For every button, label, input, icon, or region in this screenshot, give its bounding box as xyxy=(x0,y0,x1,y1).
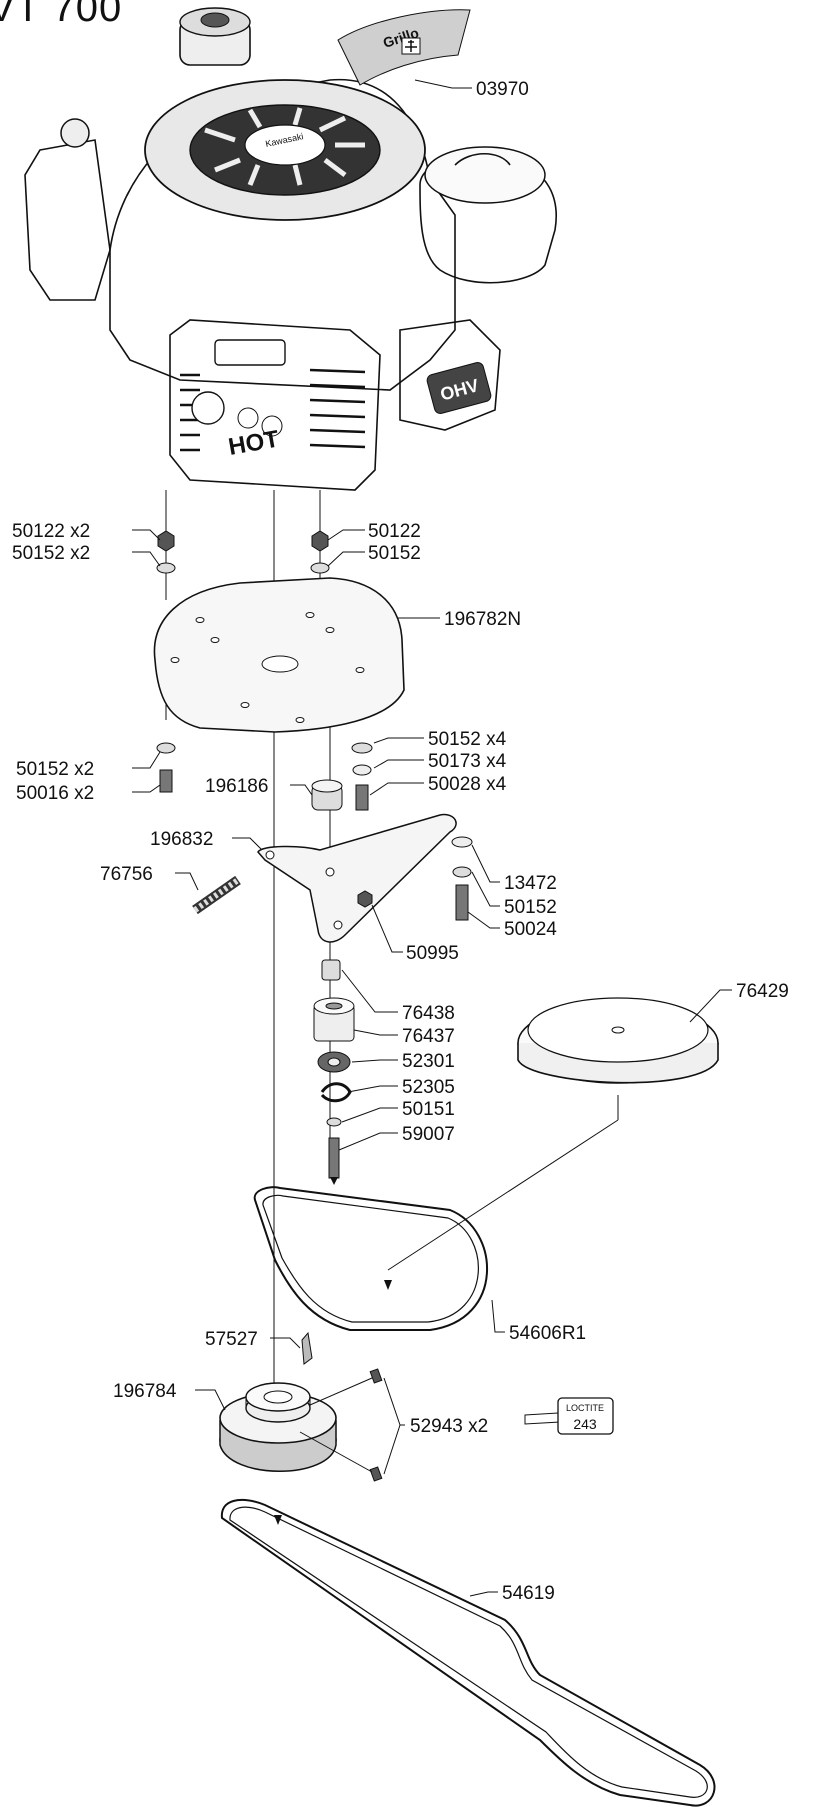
label-50122: 50122 xyxy=(368,521,421,542)
engine-drawing: Kawasaki OHV xyxy=(24,7,557,491)
loctite-brand: LOCTITE xyxy=(566,1403,604,1413)
key-57527 xyxy=(301,1331,313,1365)
label-76437: 76437 xyxy=(402,1026,455,1047)
label-196782N: 196782N xyxy=(444,609,521,630)
idler-stack xyxy=(313,959,355,1185)
label-50152-x2-top: 50152 x2 xyxy=(12,543,90,564)
pulley-196784 xyxy=(219,1368,383,1525)
label-76756: 76756 xyxy=(100,864,153,885)
label-196784: 196784 xyxy=(113,1381,177,1402)
label-50028-x4: 50028 x4 xyxy=(428,774,507,795)
label-50122-x2: 50122 x2 xyxy=(12,521,90,542)
label-50016-x2: 50016 x2 xyxy=(16,783,94,804)
label-196832: 196832 xyxy=(150,829,213,850)
leader-lines xyxy=(132,79,732,1597)
loctite-tube: LOCTITE 243 xyxy=(524,1397,614,1435)
belt-54606R1 xyxy=(253,1186,489,1331)
label-50151: 50151 xyxy=(402,1099,455,1120)
hot-label: HOT xyxy=(226,425,281,460)
label-54619: 54619 xyxy=(502,1583,555,1604)
label-50173-x4: 50173 x4 xyxy=(428,751,507,772)
diagram-title: VT 700 xyxy=(0,0,123,30)
belt-54619 xyxy=(220,1498,716,1807)
label-76438: 76438 xyxy=(402,1003,455,1024)
label-50152-x2-bottom: 50152 x2 xyxy=(16,759,94,780)
decal-03970: Grillo xyxy=(337,9,471,86)
label-57527: 57527 xyxy=(205,1329,258,1350)
pulley-76429 xyxy=(384,997,719,1290)
label-50152-top: 50152 xyxy=(368,543,421,564)
label-196186: 196186 xyxy=(205,776,268,797)
label-76429: 76429 xyxy=(736,981,789,1002)
label-52305: 52305 xyxy=(402,1077,455,1098)
label-13472: 13472 xyxy=(504,873,557,894)
label-50024: 50024 xyxy=(504,919,557,940)
label-50152-mid: 50152 xyxy=(504,897,557,918)
part-labels: 03970 50122 x2 50152 x2 50122 50152 1967… xyxy=(12,79,789,1604)
tension-arm-196832 xyxy=(192,813,473,943)
label-54606R1: 54606R1 xyxy=(509,1323,586,1344)
label-52943-x2: 52943 x2 xyxy=(410,1416,488,1437)
loctite-number: 243 xyxy=(573,1416,597,1432)
label-50995: 50995 xyxy=(406,943,459,964)
label-50152-x4: 50152 x4 xyxy=(428,729,507,750)
label-03970: 03970 xyxy=(476,79,529,100)
hardware-under-plate xyxy=(156,742,373,811)
label-52301: 52301 xyxy=(402,1051,455,1072)
hardware-top xyxy=(156,530,330,574)
engine-plate-196782N xyxy=(153,577,405,733)
label-59007: 59007 xyxy=(402,1124,455,1145)
